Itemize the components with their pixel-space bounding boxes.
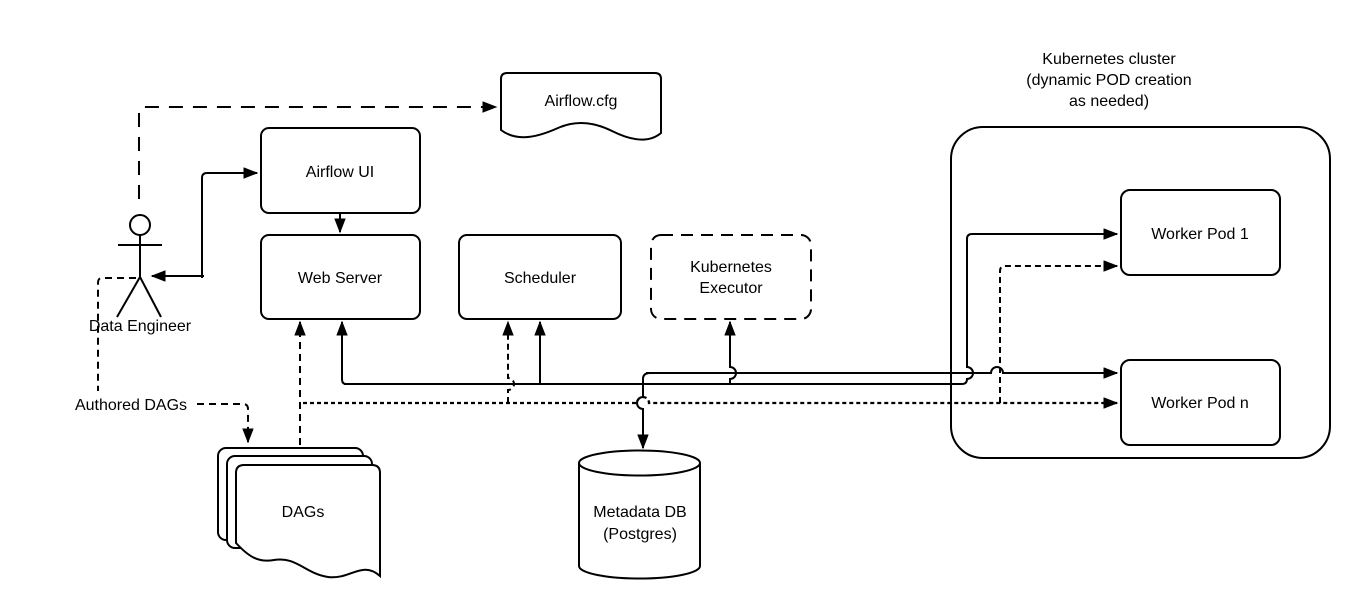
edge-dags-bus-to-scheduler: [508, 322, 515, 403]
cylinder-body: [578, 449, 701, 580]
kubernetes-executor-node: [650, 234, 812, 320]
stick-figure-legs: [116, 274, 162, 318]
edge-bus-to-web-server: [342, 322, 346, 385]
scheduler-node: [458, 234, 622, 320]
airflow-cfg-label: Airflow.cfg: [545, 93, 618, 110]
edge-dags-bus-to-worker-pod-n: [303, 395, 1117, 403]
web-server-label: Web Server: [298, 270, 383, 287]
cylinder-rim: [578, 462, 701, 477]
metadata-db-cylinder: [578, 449, 701, 580]
airflow-ui-node: [260, 127, 421, 214]
kubernetes-cluster-container: [950, 126, 1331, 459]
data-engineer-actor: [116, 214, 162, 318]
dags-page-front: [235, 464, 381, 579]
stick-figure-head: [129, 214, 151, 236]
edge-data-engineer-to-airflow-ui: [201, 173, 257, 278]
kubernetes-executor-label-line1: Kubernetes: [690, 259, 772, 276]
airflow-cfg-document: [500, 72, 662, 141]
kubernetes-cluster-label-line3: as needed): [1069, 93, 1149, 110]
edge-authored-dags-to-dags: [197, 403, 248, 442]
data-engineer-label: Data Engineer: [89, 318, 192, 335]
scheduler-label: Scheduler: [504, 270, 577, 287]
worker-pod-1-node: [1120, 189, 1281, 276]
worker-pod-1-label: Worker Pod 1: [1151, 226, 1249, 243]
kubernetes-executor-label-line2: Executor: [699, 280, 763, 297]
kubernetes-cluster-label-line1: Kubernetes cluster: [1042, 51, 1176, 68]
web-server-node: [260, 234, 421, 320]
authored-dags-label: Authored DAGs: [75, 397, 187, 414]
edge-dags-bus-to-worker-pod-1: [999, 266, 1117, 403]
edge-bus-to-kubernetes-executor: [730, 322, 737, 384]
airflow-ui-label: Airflow UI: [306, 164, 374, 181]
metadata-db-label-line1: Metadata DB: [593, 504, 686, 521]
worker-pod-n-label: Worker Pod n: [1151, 395, 1249, 412]
dags-document-stack: [217, 447, 381, 579]
dags-label: DAGs: [282, 504, 325, 521]
kubernetes-cluster-label-line2: (dynamic POD creation: [1026, 72, 1191, 89]
metadata-db-label-line2: (Postgres): [603, 526, 677, 543]
worker-pod-n-node: [1120, 359, 1281, 446]
edge-data-engineer-to-authored-dags: [97, 277, 136, 391]
edge-to-worker-pod-n: [646, 366, 1117, 373]
